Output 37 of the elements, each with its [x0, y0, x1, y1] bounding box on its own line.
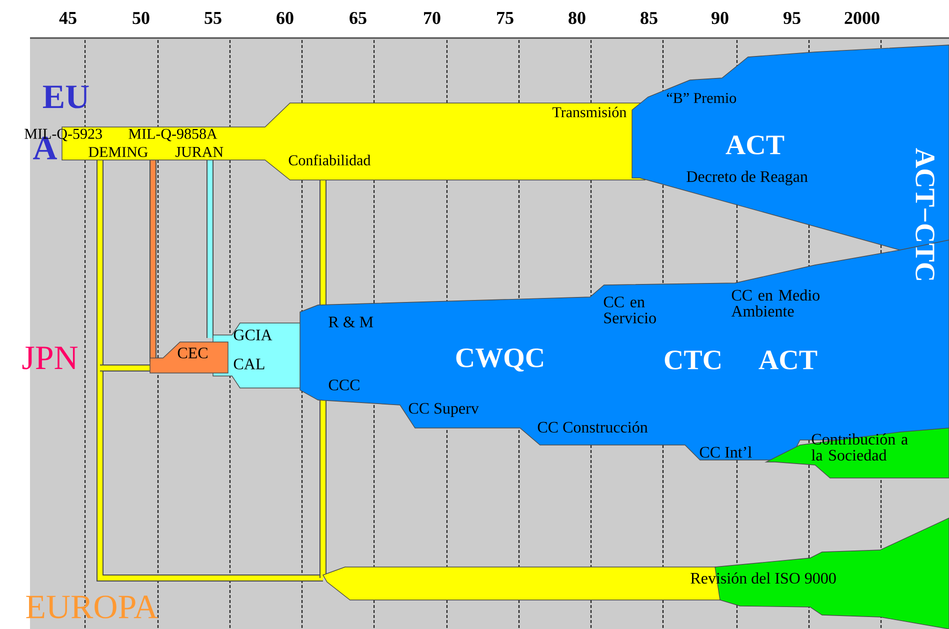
- year-label: 45: [59, 12, 76, 24]
- region-label: EUROPA: [26, 596, 158, 618]
- band-label: MIL-Q-9858A: [128, 128, 218, 142]
- band-label: CC en Medio Ambiente: [731, 289, 820, 317]
- region-label: EU: [42, 86, 89, 108]
- year-label: 2000: [844, 12, 880, 24]
- band-label: CC Int’l: [700, 446, 752, 458]
- year-label: 70: [424, 12, 440, 24]
- band-label: Transmisión: [552, 106, 626, 118]
- band-label: Confiabilidad: [288, 154, 371, 166]
- band-label: Decreto de Reagan: [686, 170, 808, 186]
- band-label: R & M: [328, 316, 374, 328]
- band-label: CC Construcción: [538, 421, 648, 433]
- year-label: 60: [276, 12, 294, 24]
- band-label: CTC: [664, 350, 720, 370]
- band-label: CC Superv: [408, 403, 479, 417]
- band-label: DEMING: [88, 146, 148, 158]
- band-label: “B” Premio: [666, 92, 736, 104]
- band-label: CWQC: [456, 348, 543, 372]
- band-label: ACT: [726, 136, 784, 154]
- year-label: 75: [497, 12, 514, 24]
- band-label: CCC: [328, 380, 360, 390]
- year-label: 85: [640, 12, 658, 24]
- year-label: 90: [712, 12, 728, 24]
- year-label: 50: [132, 12, 150, 24]
- band-label: JURAN: [176, 146, 224, 158]
- region-label: JPN: [22, 346, 78, 370]
- year-label: 80: [568, 12, 586, 24]
- band-label: ACT−CTC: [916, 148, 934, 280]
- band-label: CEC: [178, 348, 208, 358]
- year-label: 65: [350, 12, 366, 24]
- year-label: 55: [204, 12, 222, 24]
- band-label: ACT: [758, 350, 818, 370]
- band-label: GCIA: [234, 330, 272, 340]
- year-label: 95: [784, 12, 800, 24]
- band-label: CC en Servicio: [604, 296, 656, 324]
- band-label: CAL: [234, 358, 264, 370]
